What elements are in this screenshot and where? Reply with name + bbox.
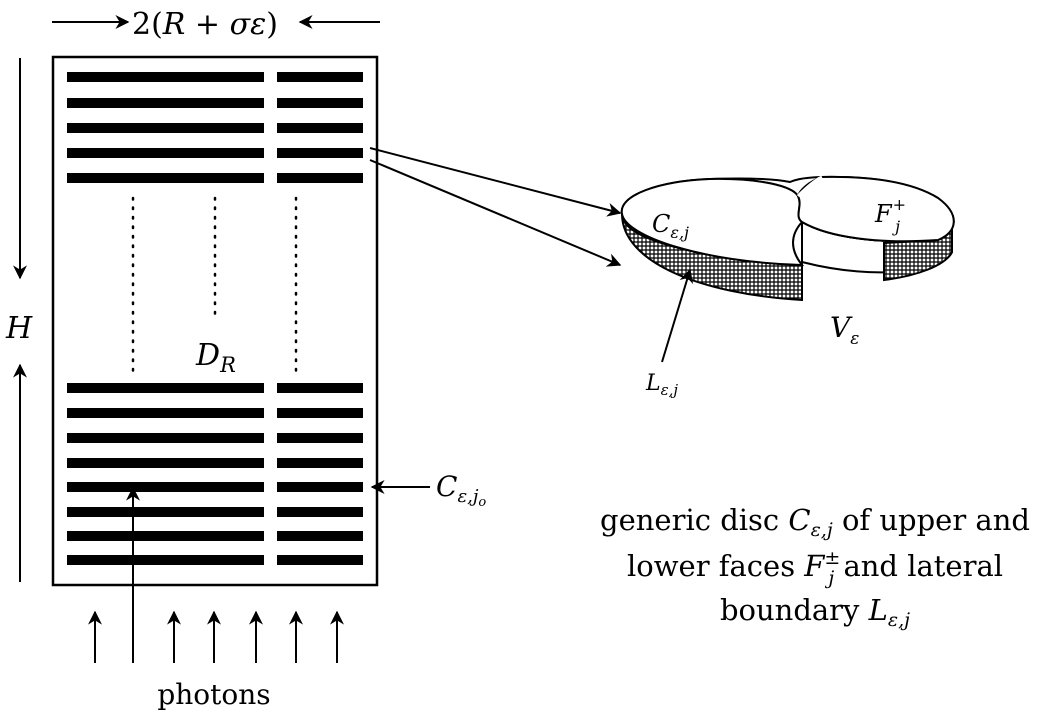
disc-bar xyxy=(277,433,363,443)
domain-rectangle xyxy=(51,55,379,587)
disc-bar xyxy=(67,148,264,158)
disc-bar xyxy=(67,408,264,418)
disc-bar xyxy=(277,507,363,517)
disc-jo-pointer: Cε,jo xyxy=(370,470,486,510)
disc-bar xyxy=(67,507,264,517)
height-dimension: H xyxy=(5,58,33,582)
disc-bar xyxy=(67,123,264,133)
disc-bar xyxy=(277,383,363,393)
disc-jo-label: Cε,jo xyxy=(436,470,486,510)
disc-bar xyxy=(67,383,264,393)
disc-bar xyxy=(277,98,363,108)
disc-top-label: Cε,j xyxy=(652,210,689,242)
disc-bar xyxy=(277,458,363,468)
disc-bar xyxy=(277,173,363,183)
height-label: H xyxy=(5,311,33,346)
caption: generic disc Cε,j of upper and lower fac… xyxy=(600,503,1030,631)
volume-label: Vε xyxy=(830,311,859,349)
disc-bar xyxy=(277,531,363,541)
generic-disc-illustration xyxy=(620,175,955,302)
disc-bar xyxy=(67,72,264,82)
disc-bar xyxy=(67,458,264,468)
lateral-label: Lε,j xyxy=(645,371,678,399)
top-disc-stack xyxy=(67,72,363,183)
disc-bar xyxy=(277,72,363,82)
zoom-leader-lower xyxy=(369,159,622,267)
disc-bar xyxy=(67,433,264,443)
ellipsis-dots xyxy=(131,196,298,377)
width-dimension: 2(R + σε) xyxy=(52,7,380,42)
disc-bar xyxy=(277,123,363,133)
upper-face-label: F+j xyxy=(874,195,906,236)
photon-arrows xyxy=(88,486,344,663)
disc-bar-jo xyxy=(277,482,363,492)
disc-bar xyxy=(67,482,264,492)
caption-line-2: lower faces F±j and lateral xyxy=(627,547,1003,589)
lateral-pointer xyxy=(661,268,694,363)
disc-bar xyxy=(277,148,363,158)
zoom-leader-upper xyxy=(369,147,622,217)
disc-bar xyxy=(67,98,264,108)
disc-bar xyxy=(277,408,363,418)
width-label: 2(R + σε) xyxy=(132,7,278,42)
domain-label: DR xyxy=(195,338,236,377)
disc-bar xyxy=(67,173,264,183)
upper-face-right xyxy=(796,175,955,243)
caption-line-1: generic disc Cε,j of upper and xyxy=(600,503,1030,541)
disc-bar xyxy=(67,531,264,541)
disc-bar xyxy=(67,555,264,565)
lateral-boundary-left xyxy=(621,213,803,302)
caption-line-3: boundary Lε,j xyxy=(720,593,910,631)
disc-bar xyxy=(277,555,363,565)
notch-gap xyxy=(796,175,823,198)
bottom-disc-stack xyxy=(67,383,363,565)
photons-label: photons xyxy=(157,678,270,711)
